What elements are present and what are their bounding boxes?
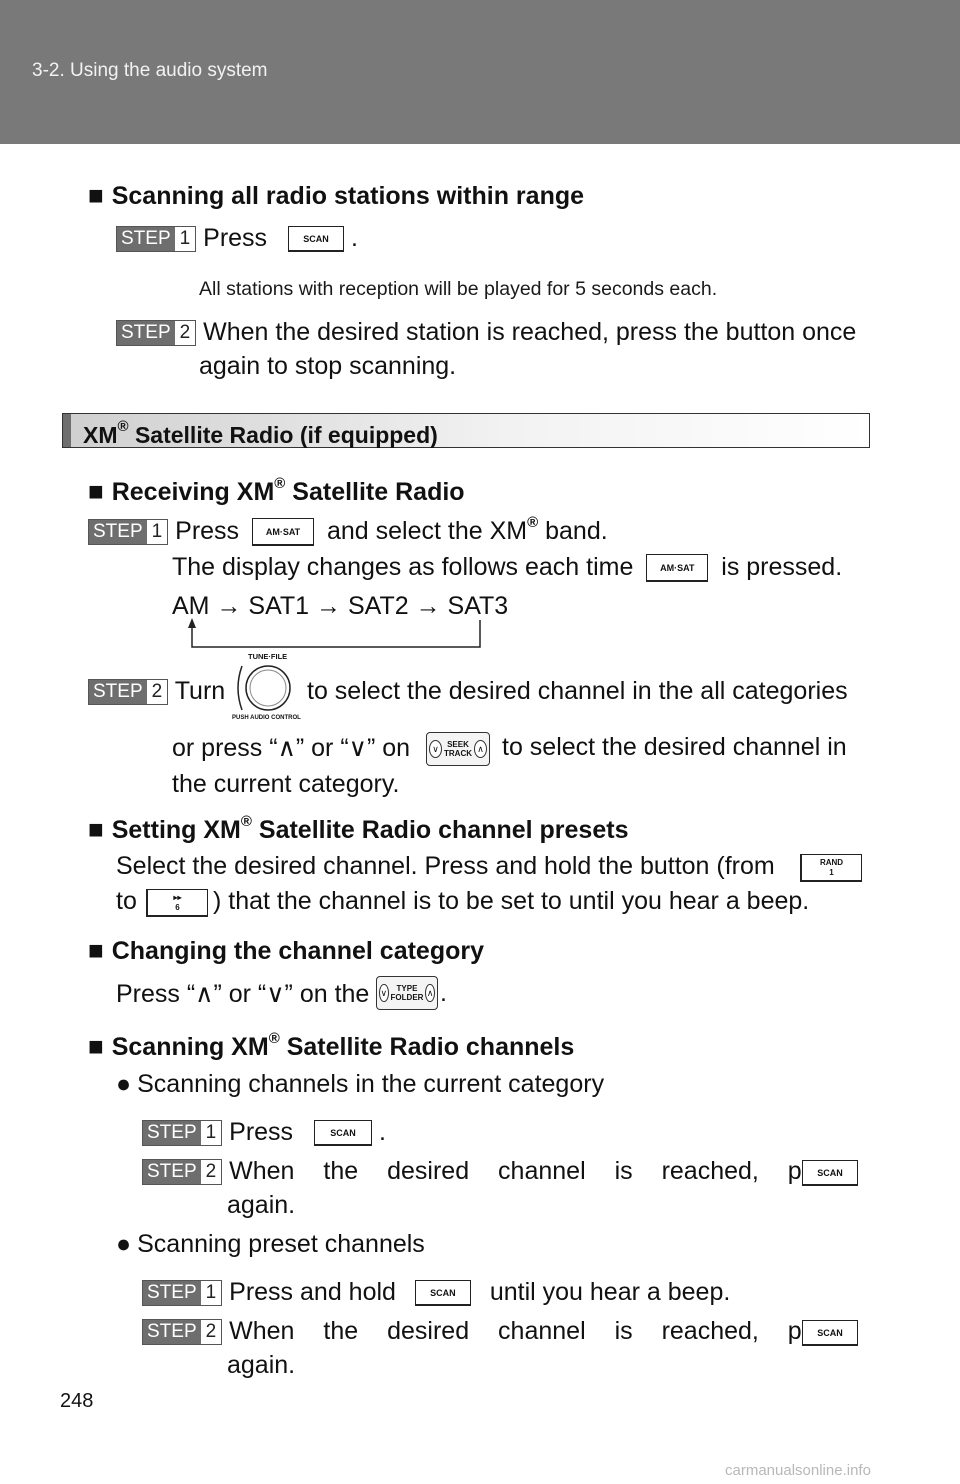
- scan-all-note: All stations with reception will be play…: [199, 278, 718, 300]
- scan-current-category-bullet: ●Scanning channels in the current catego…: [116, 1070, 605, 1098]
- receiving-step2-text: to select the desired channel in the all…: [307, 677, 848, 705]
- footer-watermark: carmanualsonline.info: [725, 1462, 871, 1479]
- tune-file-knob-icon: TUNE·FILE PUSH AUDIO CONTROL: [232, 652, 301, 721]
- scan-presets-step2-cont: again.: [227, 1351, 296, 1379]
- heading-marker: [63, 414, 71, 447]
- presets-line2b: ) that the channel is to be set to until…: [213, 887, 810, 915]
- am-sat-button-icon: AM·SAT: [646, 554, 709, 583]
- scan-presets-bullet: ●Scanning preset channels: [116, 1230, 425, 1258]
- receiving-heading: ■Receiving XM® Satellite Radio: [88, 475, 465, 506]
- category-heading: ■Changing the channel category: [88, 935, 484, 965]
- xm-section-heading: XM® Satellite Radio (if equipped): [62, 413, 870, 448]
- page-number: 248: [60, 1390, 94, 1412]
- section-title: 3-2. Using the audio system: [32, 60, 268, 81]
- am-sat-button-icon: AM·SAT: [252, 518, 315, 547]
- presets-heading: ■Setting XM® Satellite Radio channel pre…: [88, 813, 629, 844]
- scan-category-step2-cont: again.: [227, 1191, 296, 1219]
- scan-all-step2-cont: again to stop scanning.: [199, 352, 457, 380]
- category-line: Press “∧” or “∨” on the: [116, 980, 370, 1008]
- preset-6-button-icon: ▸▸6: [146, 889, 208, 917]
- scan-button-icon: SCAN: [414, 1280, 471, 1307]
- scanning-xm-heading: ■Scanning XM® Satellite Radio channels: [88, 1030, 575, 1061]
- scan-button-icon: SCAN: [314, 1120, 373, 1147]
- presets-line1: Select the desired channel. Press and ho…: [116, 852, 775, 880]
- scan-button-icon: SCAN: [802, 1160, 858, 1186]
- scan-all-heading: ■Scanning all radio stations within rang…: [88, 180, 585, 210]
- band-sequence: AM → SAT1 → SAT2 → SAT3: [172, 592, 509, 620]
- presets-line2: to: [116, 887, 137, 915]
- loop-arrow-icon: [188, 618, 481, 648]
- scan-button-icon: SCAN: [288, 226, 345, 253]
- receiving-step2-line2b: to select the desired channel in: [502, 733, 847, 761]
- receiving-step2-line2: or press “∧” or “∨” on: [172, 734, 411, 762]
- receiving-display-line: The display changes as follows each time…: [172, 553, 843, 583]
- page-header: 3-2. Using the audio system: [0, 0, 960, 144]
- scan-button-icon: SCAN: [802, 1320, 858, 1346]
- receiving-step2-line3: the current category.: [172, 770, 400, 798]
- category-line-end: .: [440, 979, 447, 1007]
